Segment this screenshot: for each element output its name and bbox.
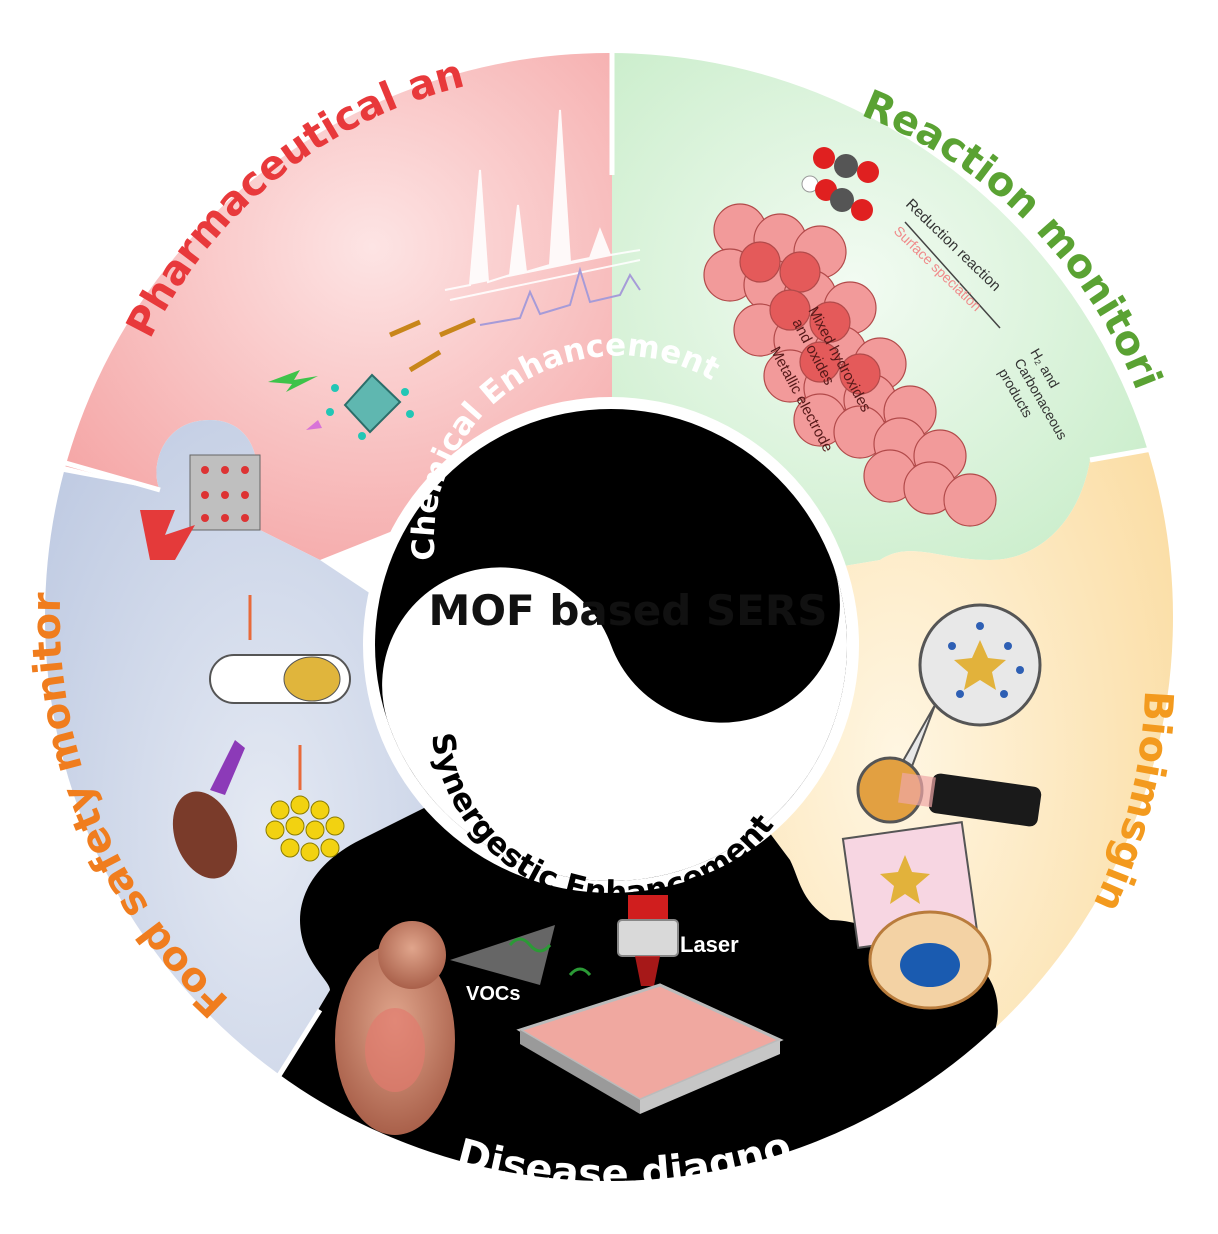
substrate-front [640,1040,780,1114]
laser-zigzag [140,510,195,560]
center-yinyang [363,397,859,893]
segment-dividers [54,40,1176,1160]
co2-molecules [801,147,879,221]
disease-illustration: Laser VOCs [335,895,784,1135]
raman-spectra [444,109,641,301]
objective-lens [928,773,1042,827]
laser-beam [628,895,668,923]
red-dots [201,466,249,522]
lungs [365,1008,425,1092]
raman-spectra-2 [479,266,641,326]
analyte-molecules [389,317,476,373]
laser-focus [635,956,660,986]
laser-head [617,919,679,957]
reaction-arrow [904,221,1001,329]
vocs-label: VOCs [466,983,520,1005]
pharma-illustration [268,109,641,440]
electrode-spheres [703,203,997,527]
gold-star [954,640,1006,690]
tube-nanoparticles [283,656,341,702]
breath-cone [450,925,555,985]
bioimaging-illustration [841,603,1042,1010]
analyte-arrow [306,420,322,430]
mof-crystal [343,373,402,434]
human-head [378,921,446,989]
mof-dots [326,384,414,440]
substrate-side [520,1030,640,1114]
food-sample [172,791,238,879]
tumor-spot [900,943,960,987]
cell-star [880,855,930,904]
purple-arrow [210,740,245,795]
laser-bolt [268,370,318,392]
reporter-dots [948,622,1024,698]
food-illustration [140,454,351,879]
voc-molecule-2 [568,967,592,977]
laser-label: Laser [680,932,739,957]
center-title: MOF based SERS [429,586,828,635]
excitation-beam [898,772,936,808]
outer-ring [39,47,1179,1187]
gold-particles [265,795,345,862]
voc-molecule-1 [508,937,552,953]
